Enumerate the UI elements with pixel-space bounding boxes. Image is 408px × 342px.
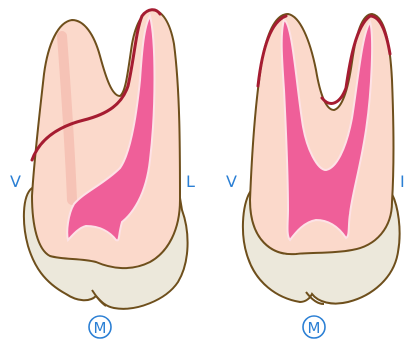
left-tooth-label-m: M	[94, 319, 107, 337]
left-tooth-mesial-marker: M	[89, 316, 111, 338]
right-tooth-label-m: M	[308, 319, 321, 337]
right-tooth-mesial-marker: M	[303, 316, 325, 338]
right-tooth-label-v: V	[226, 172, 237, 191]
left-tooth-label-v: V	[10, 172, 21, 191]
left-tooth: V L M	[10, 10, 195, 338]
left-tooth-label-l: L	[186, 172, 195, 191]
right-tooth: V I M	[226, 14, 405, 338]
right-tooth-label-i: I	[400, 172, 405, 191]
